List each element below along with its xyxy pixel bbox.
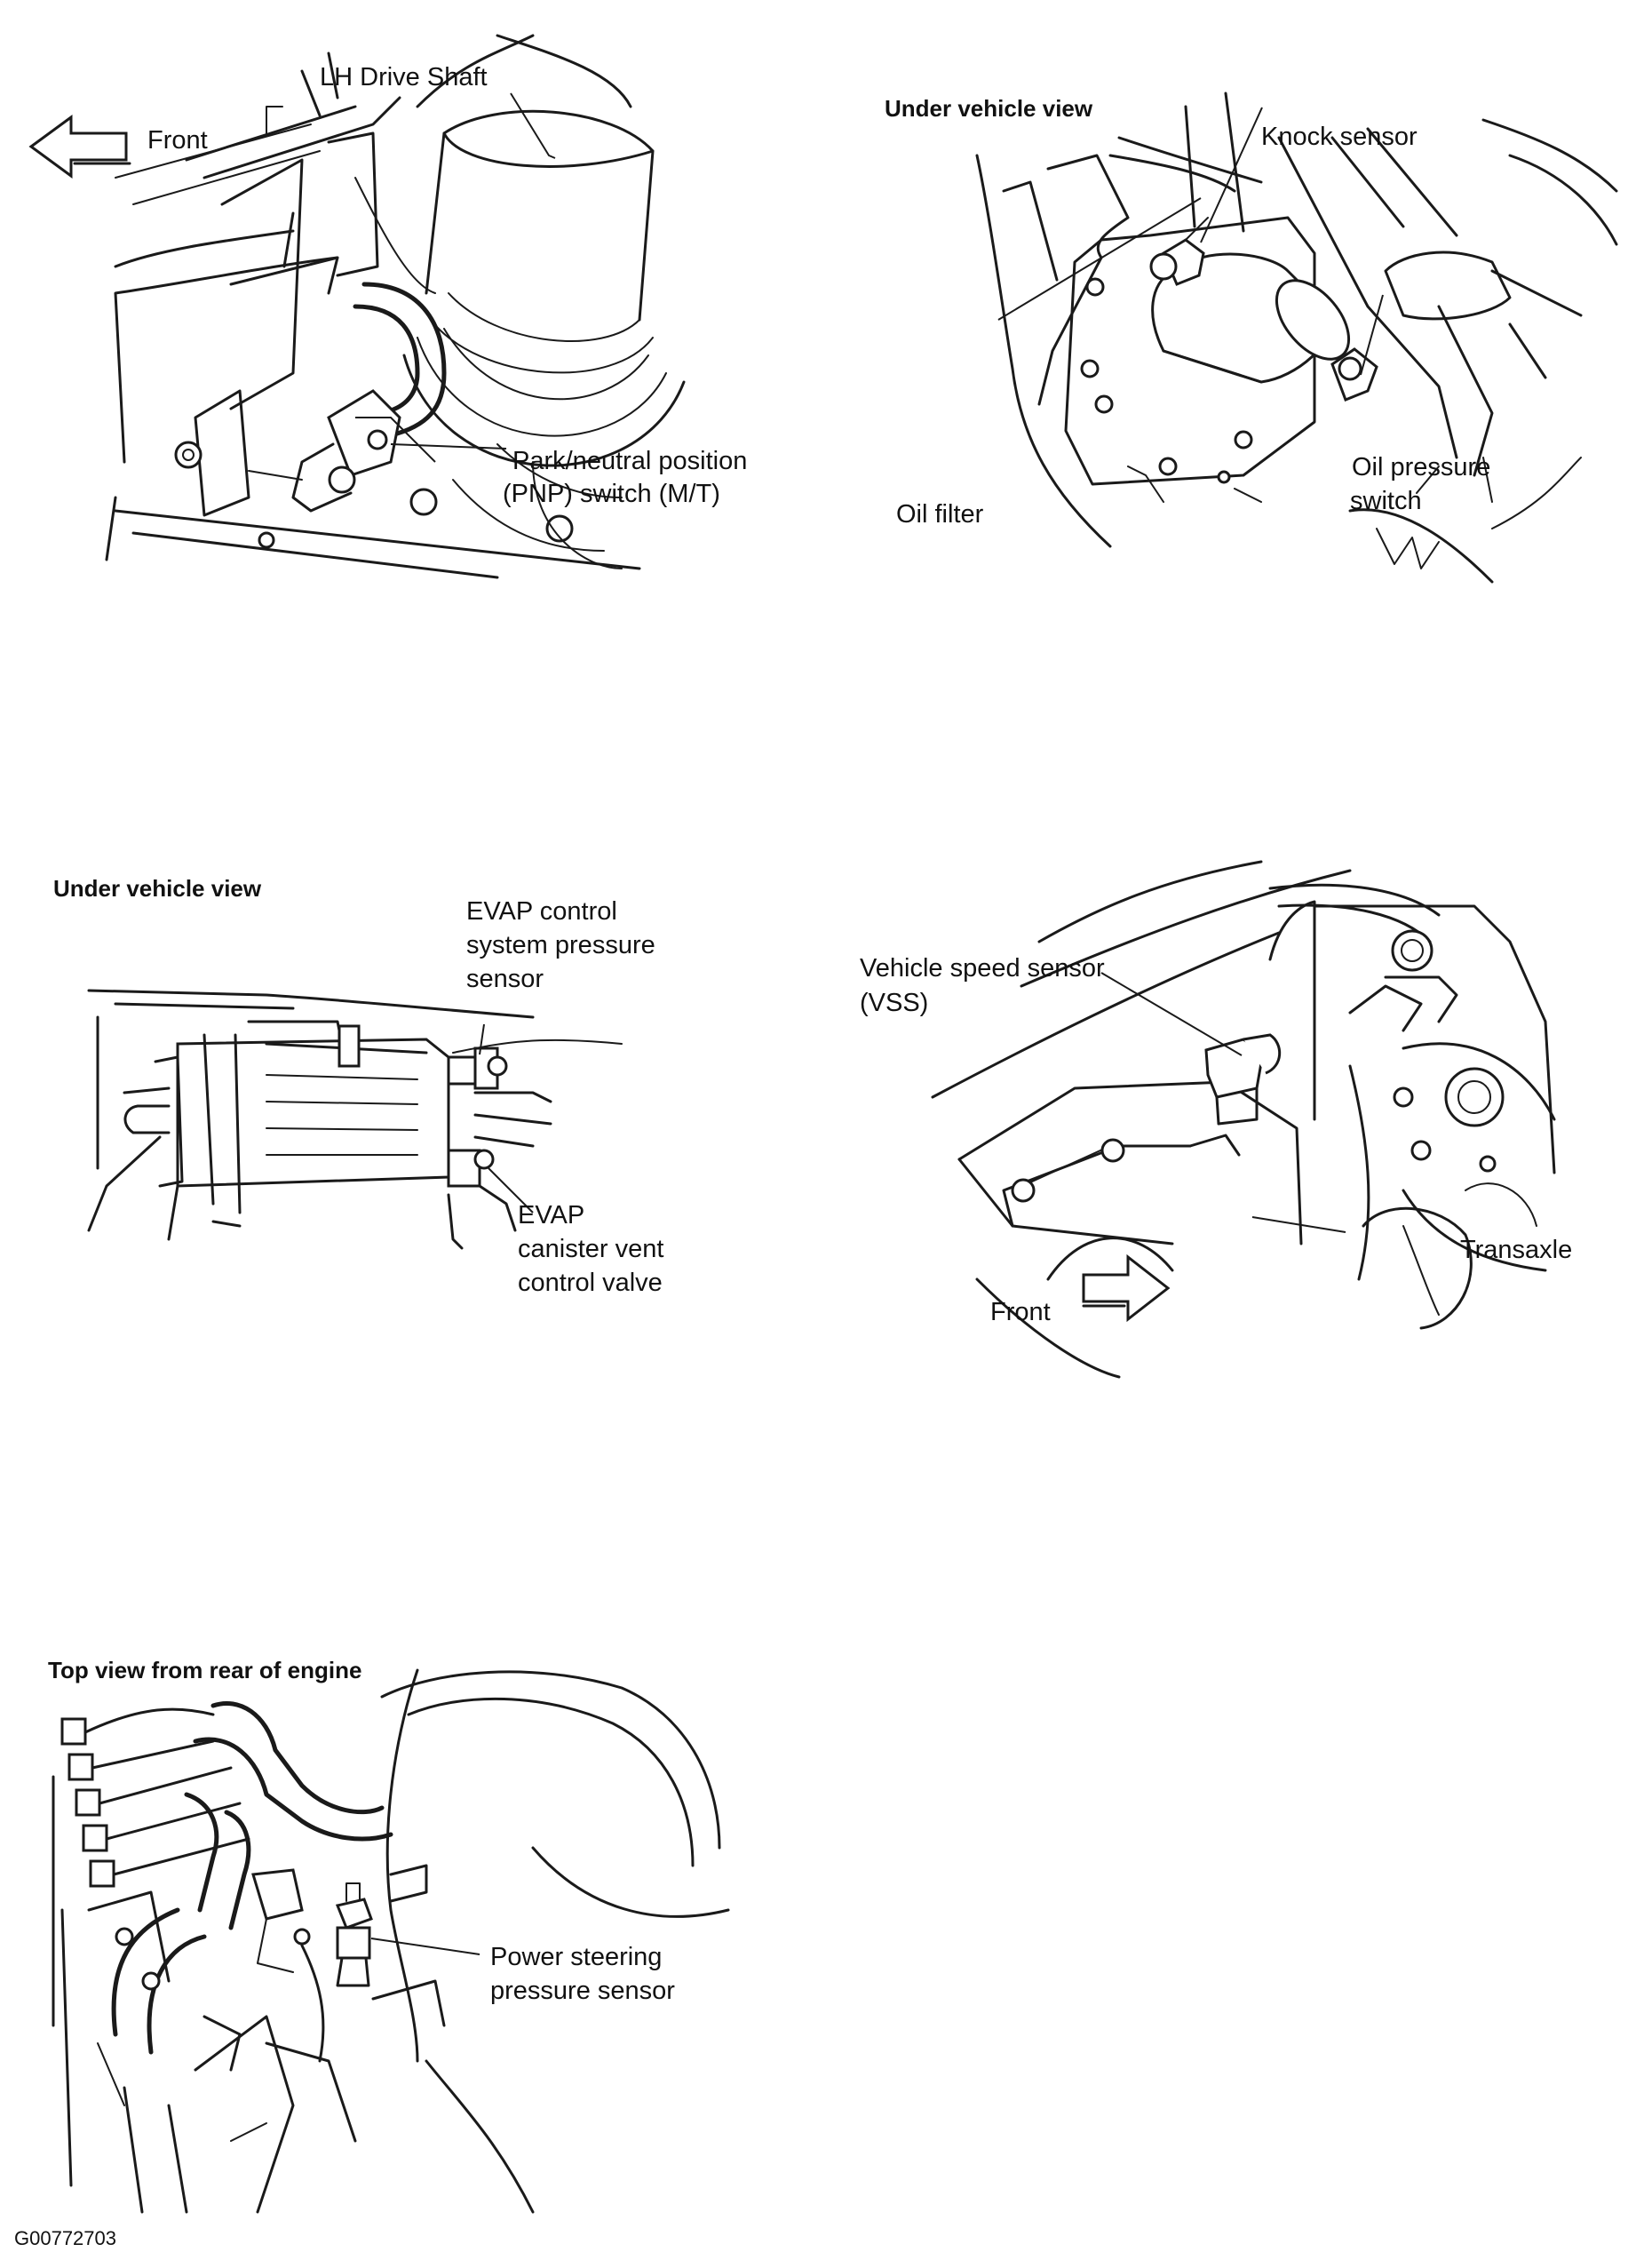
front-arrow-left-icon [28,115,131,179]
evap-sensor-label-line2: system pressure [466,931,655,959]
front-label: Front [990,1298,1051,1326]
panel-heading: Top view from rear of engine [48,1657,362,1683]
panel-heading: Under vehicle view [53,875,262,902]
panel-evap-canister: Under vehicle view [36,866,764,1381]
oil-filter-label: Oil filter [896,500,984,529]
panel-heading: Under vehicle view [885,95,1093,122]
vss-illustration [931,860,1556,1379]
power-steering-label-line1: Power steering [490,1943,663,1971]
front-label: Front [147,126,208,155]
oil-filter [1151,252,1351,384]
knock-sensor [1149,217,1209,286]
vss-label-line2: (VSS) [860,989,929,1017]
oil-pressure-switch [1330,347,1378,402]
evap-valve-label-line3: control valve [518,1269,663,1297]
pnp-switch-label-line1: Park/neutral position [512,447,748,475]
bolt-icon [174,441,203,469]
evap-canister [154,1020,450,1214]
vss-label-line1: Vehicle speed sensor [860,954,1105,983]
power-steering-illustration [52,1668,730,2214]
power-steering-pressure-sensor [335,1882,373,1987]
oil-pressure-switch-label-line2: switch [1350,487,1422,515]
evap-sensor-label-line3: sensor [466,965,544,993]
connector-stack [60,1717,115,1888]
evap-valve-label-line2: canister vent [518,1235,664,1263]
pnp-switch-label-line2: (PNP) switch (M/T) [503,480,720,508]
knock-sensor-label: Knock sensor [1261,123,1418,151]
transaxle [957,1080,1303,1245]
panel-pnp-switch: LH Drive Shaft Front Park/neutral positi… [0,0,817,586]
evap-sensor-label-line1: EVAP control [466,897,617,926]
pnp-switch-illustration [28,34,686,579]
front-arrow-right-icon [1082,1253,1171,1323]
evap-vent-control-valve [447,1149,517,1232]
evap-pressure-sensor [447,1046,508,1090]
drive-shaft-label: LH Drive Shaft [320,63,488,92]
vehicle-speed-sensor [1204,1033,1282,1126]
evap-illustration [87,989,623,1250]
evap-valve-label-line1: EVAP [518,1201,585,1229]
panel-vss: Vehicle speed sensor (VSS) Transaxle Fro… [853,853,1628,1379]
oil-pressure-switch-label-line1: Oil pressure [1352,453,1491,481]
knock-sensor-illustration [975,92,1618,584]
transaxle-label: Transaxle [1460,1236,1573,1264]
panel-knock-sensor: Under vehicle view [870,84,1628,584]
power-steering-label-line2: pressure sensor [490,1977,675,2005]
panel-power-steering: Top view from rear of engine [36,1643,730,2214]
figure-id: G00772703 [14,2227,116,2249]
